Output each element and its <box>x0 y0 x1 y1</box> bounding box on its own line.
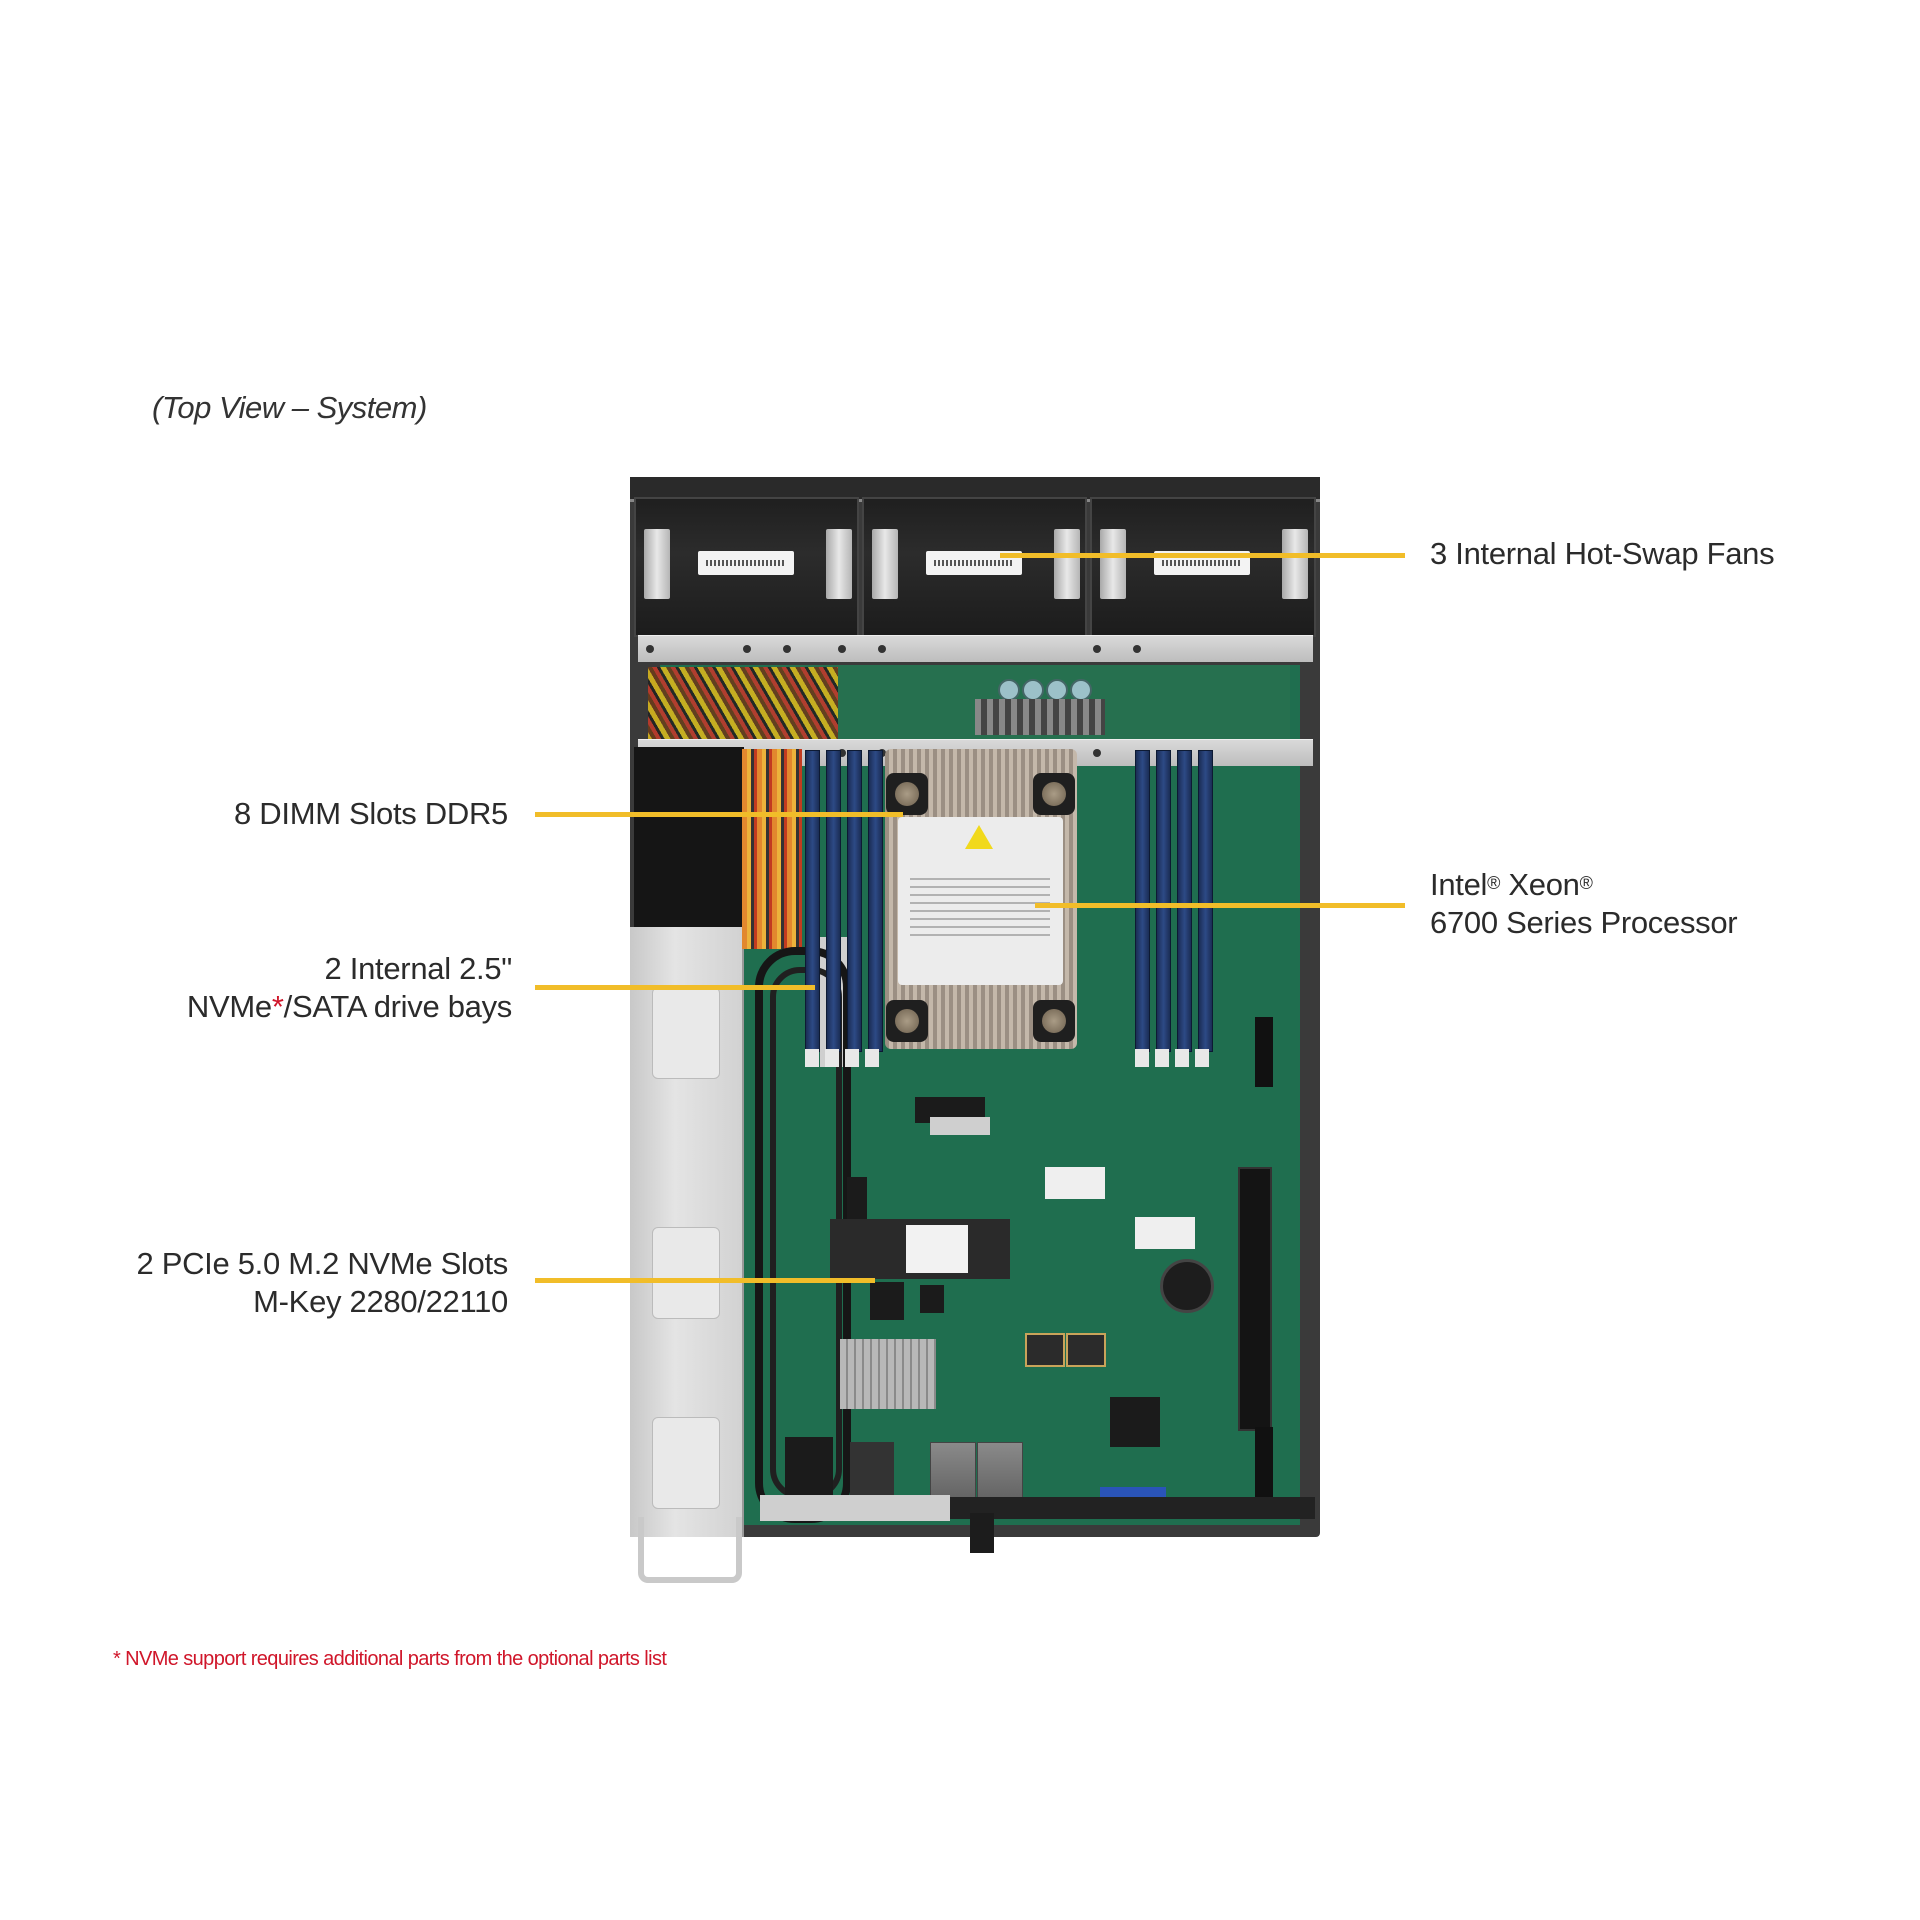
registered-mark: ® <box>1487 873 1501 893</box>
screw-icon <box>1033 1000 1075 1042</box>
chip <box>870 1282 904 1320</box>
lan-chip <box>1025 1333 1065 1367</box>
m2-line2: M-Key 2280/22110 <box>253 1284 508 1319</box>
cmos-battery <box>1160 1259 1214 1313</box>
capacitor <box>1022 679 1044 701</box>
pcie-connector <box>1255 1427 1273 1507</box>
heatsink-small <box>930 1117 990 1135</box>
cpu-family: Xeon <box>1500 867 1580 902</box>
callout-line-drives <box>535 985 815 990</box>
screw-icon <box>1033 773 1075 815</box>
fan-bracket-bar <box>638 635 1313 662</box>
chip <box>920 1285 944 1313</box>
dimm-latches-left <box>805 1049 879 1067</box>
capacitor <box>998 679 1020 701</box>
cpu-brand: Intel <box>1430 867 1488 902</box>
drives-line1: 2 Internal 2.5" <box>324 951 513 986</box>
rear-io-bracket <box>760 1495 950 1521</box>
drive-bay-cage <box>630 927 744 1537</box>
lan-chip <box>1066 1333 1106 1367</box>
cpu-series: 6700 Series Processor <box>1430 905 1738 940</box>
psu-handle <box>638 1517 742 1583</box>
callout-line-m2 <box>535 1278 875 1283</box>
m2-line1: 2 PCIe 5.0 M.2 NVMe Slots <box>136 1246 508 1281</box>
label-fans: 3 Internal Hot-Swap Fans <box>1430 536 1775 571</box>
label-m2: 2 PCIe 5.0 M.2 NVMe Slots M-Key 2280/221… <box>100 1245 508 1321</box>
label-dimm: 8 DIMM Slots DDR5 <box>234 796 508 831</box>
pcie-connector <box>1255 1017 1273 1087</box>
psu-module <box>634 747 744 927</box>
dimm-latches-right <box>1135 1049 1209 1067</box>
drives-sata: /SATA drive bays <box>283 989 513 1024</box>
board-sticker <box>1135 1217 1195 1249</box>
drives-nvme: NVMe <box>186 989 272 1024</box>
view-caption: (Top View – System) <box>152 390 427 425</box>
rear-tab <box>970 1513 994 1553</box>
bmc-chip <box>1110 1397 1160 1447</box>
fan-2 <box>862 497 1087 637</box>
fan-1 <box>634 497 859 637</box>
label-drives: 2 Internal 2.5" NVMe*/SATA drive bays <box>120 950 512 1026</box>
label-text-lines <box>910 872 1050 942</box>
callout-line-fans <box>1000 553 1405 558</box>
callout-line-dimm <box>535 812 903 817</box>
chipset-heatsink <box>840 1339 936 1409</box>
dimm-slots-right <box>1135 750 1213 1052</box>
m2-ssd-label <box>906 1225 968 1273</box>
rear-port <box>785 1437 833 1497</box>
label-cpu: Intel® Xeon® 6700 Series Processor <box>1430 866 1738 942</box>
screw-icon <box>886 1000 928 1042</box>
vrm-array <box>975 699 1105 735</box>
wire-bundle <box>742 749 802 949</box>
footnote-asterisk: * <box>271 989 284 1024</box>
dimm-slots-left <box>805 750 883 1052</box>
board-sticker <box>1045 1167 1105 1199</box>
registered-mark: ® <box>1579 873 1593 893</box>
fan-3 <box>1090 497 1316 637</box>
capacitor <box>1046 679 1068 701</box>
screw-icon <box>886 773 928 815</box>
power-cables <box>648 667 838 742</box>
server-chassis-top-view <box>630 477 1320 1583</box>
footnote: * NVMe support requires additional parts… <box>113 1648 667 1670</box>
callout-line-cpu <box>1035 903 1405 908</box>
rear-port <box>850 1442 894 1500</box>
pcie-slot <box>1238 1167 1272 1431</box>
warning-icon <box>965 825 993 849</box>
capacitor <box>1070 679 1092 701</box>
